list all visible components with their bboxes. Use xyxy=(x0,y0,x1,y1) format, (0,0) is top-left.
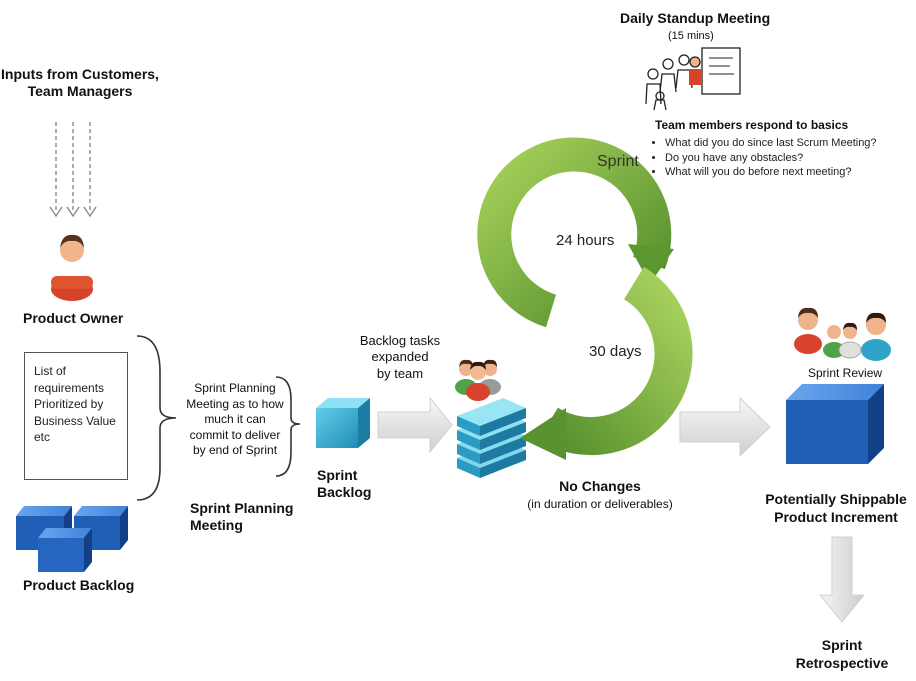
no-changes-subtitle: (in duration or deliverables) xyxy=(527,497,673,511)
sprint-planning-line: by end of Sprint xyxy=(192,443,278,458)
backlog-tasks-line: by team xyxy=(376,365,424,381)
team-icon xyxy=(455,359,501,401)
sprint-label: Sprint xyxy=(597,153,639,170)
product-owner-icon xyxy=(51,234,93,301)
arrow-to-increment xyxy=(679,396,771,458)
backlog-tasks-line: Backlog tasks xyxy=(359,333,441,348)
sprint-planning-label-line-2: Meeting xyxy=(190,516,243,533)
standup-question: Do you have any obstacles? xyxy=(665,151,915,166)
product-owner-label: Product Owner xyxy=(23,310,124,326)
standup-question: What will you do before next meeting? xyxy=(665,165,915,180)
increment-label-line-2: Product Increment xyxy=(774,509,898,526)
retrospective-label-line-1: Sprint xyxy=(821,637,863,653)
sprint-planning-line: Sprint Planning xyxy=(194,381,276,395)
arrow-to-retrospective xyxy=(818,536,866,623)
standup-title: Daily Standup Meeting xyxy=(620,10,771,26)
requirements-line: requirements xyxy=(34,380,105,395)
task-stack-icon xyxy=(457,398,526,478)
sprint-planning-label-line-1: Sprint Planning xyxy=(190,500,294,516)
inputs-title-line-1: Inputs from Customers, xyxy=(1,66,159,82)
standup-question: What did you do since last Scrum Meeting… xyxy=(665,136,915,151)
sprint-planning-description: Sprint Planning Meeting as to how much i… xyxy=(180,381,290,459)
sprint-backlog-label: Sprint Backlog xyxy=(317,467,371,501)
standup-questions-list: What did you do since last Scrum Meeting… xyxy=(653,136,915,180)
increment-label: Potentially Shippable Product Increment xyxy=(756,490,916,526)
requirements-line: List of xyxy=(34,364,67,378)
requirements-box: List of requirements Prioritized by Busi… xyxy=(24,352,128,480)
planning-bracket xyxy=(275,376,301,477)
retrospective-label-line-2: Retrospective xyxy=(795,655,889,672)
respond-title: Team members respond to basics xyxy=(655,118,849,132)
inputs-title-line-2: Team Managers xyxy=(27,82,133,99)
daily-cycle-arrow xyxy=(477,137,674,328)
sprint-backlog-cube xyxy=(316,398,370,448)
sprint-planning-label: Sprint Planning Meeting xyxy=(190,500,293,534)
requirements-line: Prioritized by xyxy=(34,397,104,412)
sprint-review-label: Sprint Review xyxy=(808,366,883,380)
daily-cycle-label: 24 hours xyxy=(556,232,615,249)
backlog-tasks-label: Backlog tasks expanded by team xyxy=(350,333,450,382)
arrow-to-team xyxy=(377,396,453,454)
no-changes-title: No Changes xyxy=(559,478,641,494)
product-backlog-label: Product Backlog xyxy=(23,577,135,593)
sprint-length-label: 30 days xyxy=(589,343,642,360)
sprint-planning-line: Meeting as to how xyxy=(186,396,284,411)
sprint-cycle-arrow xyxy=(520,266,693,460)
sprint-backlog-label-line-2: Backlog xyxy=(317,483,372,500)
sprint-planning-line: much it can xyxy=(204,412,266,427)
product-increment-cube xyxy=(786,384,884,464)
requirements-line: Business Value xyxy=(34,413,116,428)
requirements-bracket xyxy=(136,335,177,501)
backlog-tasks-line: expanded xyxy=(371,349,429,365)
input-arrows xyxy=(49,122,97,218)
sprint-backlog-label-line-1: Sprint xyxy=(317,467,358,483)
sprint-planning-line: commit to deliver xyxy=(189,427,281,442)
sprint-review-team-icon xyxy=(794,307,891,361)
standup-duration: (15 mins) xyxy=(668,30,714,42)
standup-meeting-icon xyxy=(645,47,741,111)
retrospective-label: Sprint Retrospective xyxy=(780,636,904,672)
inputs-title: Inputs from Customers, Team Managers xyxy=(0,66,160,100)
product-backlog-cubes xyxy=(16,506,128,572)
requirements-line: etc xyxy=(34,430,51,445)
increment-label-line-1: Potentially Shippable xyxy=(765,491,907,507)
